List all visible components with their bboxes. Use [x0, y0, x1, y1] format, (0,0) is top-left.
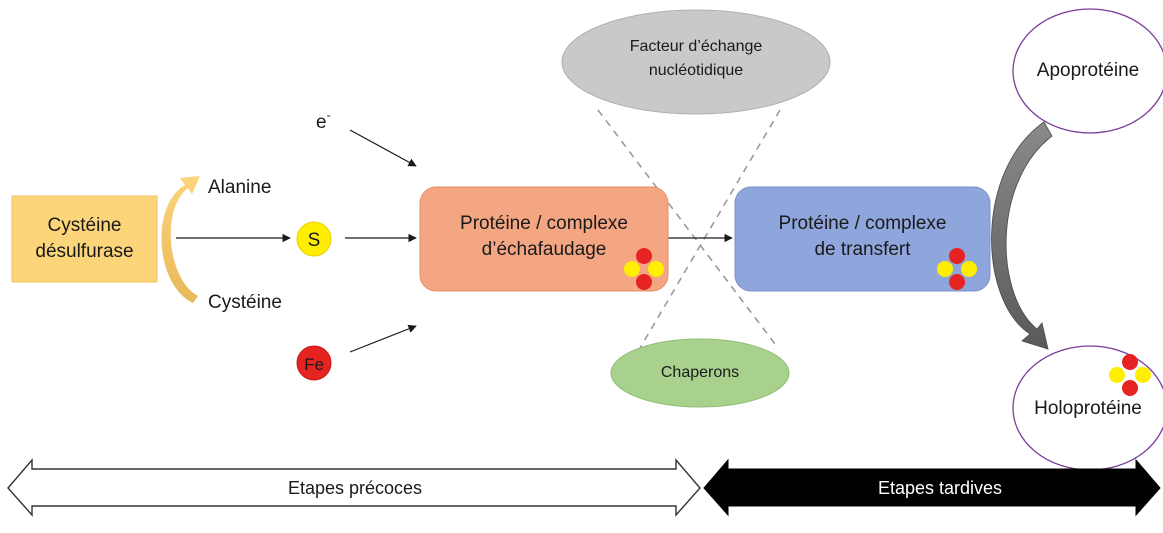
cluster-iron — [636, 274, 652, 290]
cluster-sulfur — [624, 261, 640, 277]
early-steps-label: Etapes précoces — [287, 478, 423, 498]
scaffold-box — [419, 186, 669, 292]
desulfurase-curved-arrow — [161, 176, 200, 303]
electron-label: e- — [316, 108, 331, 133]
transfer-box — [734, 186, 991, 292]
alanine-label: Alanine — [208, 177, 272, 198]
apoprotein-circle — [1012, 8, 1163, 134]
apoprotein-label: Apoprotéine — [1036, 60, 1140, 81]
cysteine-desulfurase-box — [11, 195, 158, 283]
sulfur-circle — [296, 221, 332, 257]
cluster-iron — [949, 274, 965, 290]
fes-cluster-holoprotein — [1109, 354, 1151, 396]
early-steps-arrow — [7, 458, 701, 517]
chaperons-ellipse — [610, 338, 790, 408]
cluster-sulfur — [1135, 367, 1151, 383]
apo-to-holo-curved-arrow — [991, 121, 1053, 350]
transfer-label: Protéine / complexe de transfert — [778, 213, 947, 260]
cluster-iron — [949, 248, 965, 264]
iron-circle — [296, 345, 332, 381]
cluster-sulfur — [648, 261, 664, 277]
scaffold-label: Protéine / complexe d’échafaudage — [460, 213, 628, 260]
cluster-sulfur — [961, 261, 977, 277]
dashed-line-left-down — [597, 109, 779, 349]
cluster-iron — [1122, 380, 1138, 396]
late-steps-arrow — [703, 458, 1161, 517]
cluster-iron — [1122, 354, 1138, 370]
fes-cluster-transfer — [937, 248, 977, 290]
cluster-sulfur — [937, 261, 953, 277]
holoprotein-label: Holoprotéine — [1034, 398, 1142, 419]
arrow-iron-to-scaffold — [349, 324, 417, 353]
arrow-electron-to-scaffold — [349, 129, 417, 167]
exchange-factor-ellipse — [561, 9, 831, 115]
sulfur-label: S — [308, 230, 321, 251]
fes-cluster-scaffold — [624, 248, 664, 290]
cysteine-label: Cystéine — [208, 292, 282, 313]
iron-label: Fe — [304, 355, 324, 374]
dashed-connector-lines — [597, 109, 781, 349]
cluster-iron — [636, 248, 652, 264]
exchange-factor-label: Facteur d’échange nucléotidique — [629, 38, 763, 79]
cluster-sulfur — [1109, 367, 1125, 383]
late-steps-label: Etapes tardives — [877, 478, 1003, 498]
cysteine-desulfurase-label: Cystéine désulfurase — [35, 215, 134, 262]
chaperons-label: Chaperons — [660, 364, 740, 381]
